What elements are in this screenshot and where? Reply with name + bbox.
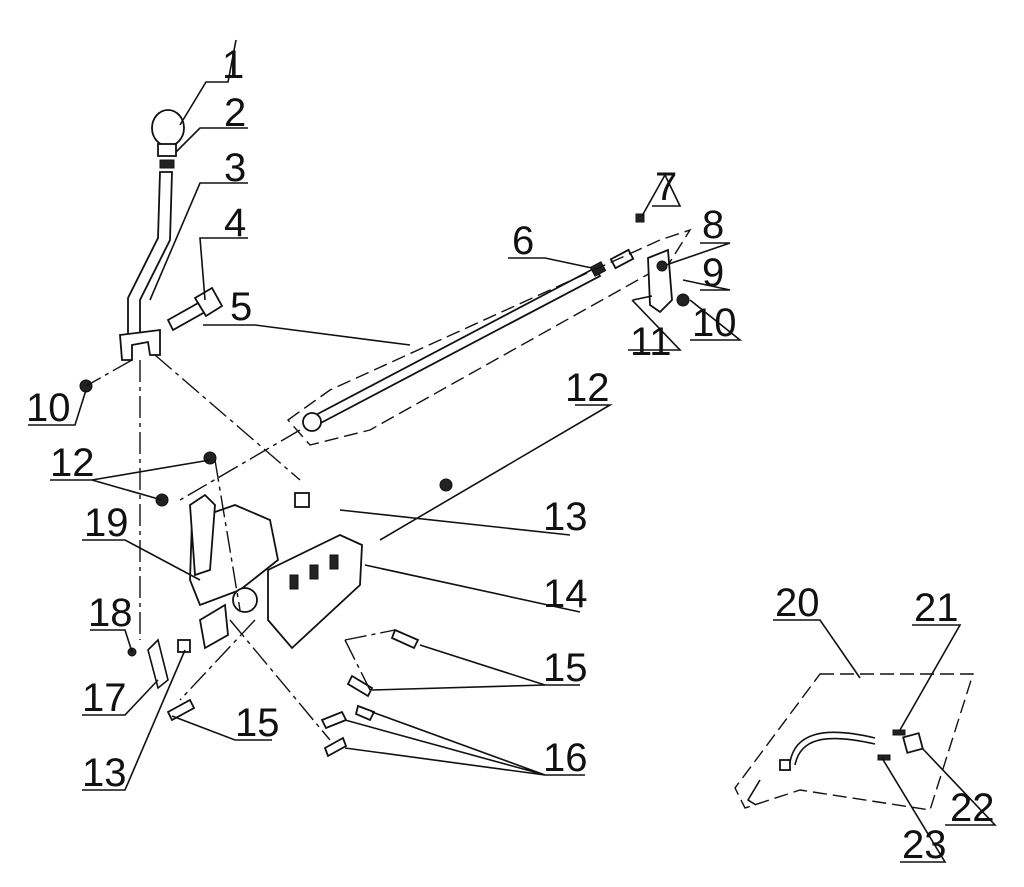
callout-9: 9: [702, 251, 724, 295]
callout-1: 1: [222, 43, 244, 87]
center-lines: [85, 354, 396, 741]
callout-15-right: 15: [543, 646, 588, 690]
callout-4: 4: [224, 201, 246, 245]
callout-2: 2: [224, 91, 246, 135]
bolt: [390, 628, 420, 650]
bushing: [177, 639, 191, 653]
bolt: [323, 736, 348, 758]
bolt: [354, 704, 376, 722]
nut: [203, 451, 217, 465]
callout-13-bottom: 13: [82, 751, 127, 795]
callout-22: 22: [950, 786, 995, 830]
bolt: [166, 698, 196, 722]
callout-6: 6: [512, 219, 534, 263]
callout-14: 14: [543, 572, 588, 616]
spring: [147, 638, 169, 690]
bolt: [320, 710, 348, 730]
callout-12-left: 12: [50, 441, 95, 485]
callout-17: 17: [82, 676, 127, 720]
callout-12-right: 12: [565, 366, 610, 410]
callout-3: 3: [224, 146, 246, 190]
leader-lines: [28, 39, 997, 863]
shift-rod: [302, 248, 635, 432]
callout-11: 11: [630, 320, 672, 364]
callout-10-left: 10: [26, 386, 71, 430]
nut: [439, 478, 453, 492]
pedal-bracket: [189, 493, 279, 650]
shift-knob: [151, 109, 185, 157]
foot-pedal: [267, 534, 363, 650]
lock-nut: [159, 159, 175, 169]
cable-kit-outline: [734, 673, 974, 811]
callout-13-right: 13: [543, 495, 588, 539]
bolt: [346, 674, 374, 698]
callout-labels: 1 2 3 4 5 6 7 8 9 10 11 10 12 12 13 19 1…: [26, 43, 995, 867]
callout-23: 23: [902, 823, 947, 867]
callout-8: 8: [702, 203, 724, 247]
callout-7: 7: [655, 165, 677, 209]
callout-19: 19: [84, 501, 129, 545]
pivot-bolt: [166, 286, 224, 332]
lever-bracket: [119, 328, 161, 361]
callout-10-right: 10: [692, 301, 737, 345]
cable: [746, 729, 924, 806]
callout-20: 20: [775, 581, 820, 625]
rod-assembly-outline: [286, 228, 692, 446]
shift-lever: [127, 171, 173, 341]
callout-16: 16: [543, 736, 588, 780]
callout-18: 18: [88, 591, 133, 635]
bushing: [294, 492, 310, 508]
callout-15-bottom: 15: [235, 701, 280, 745]
callout-21: 21: [914, 586, 959, 630]
callout-5: 5: [230, 285, 252, 329]
shift-arm: [632, 213, 690, 314]
